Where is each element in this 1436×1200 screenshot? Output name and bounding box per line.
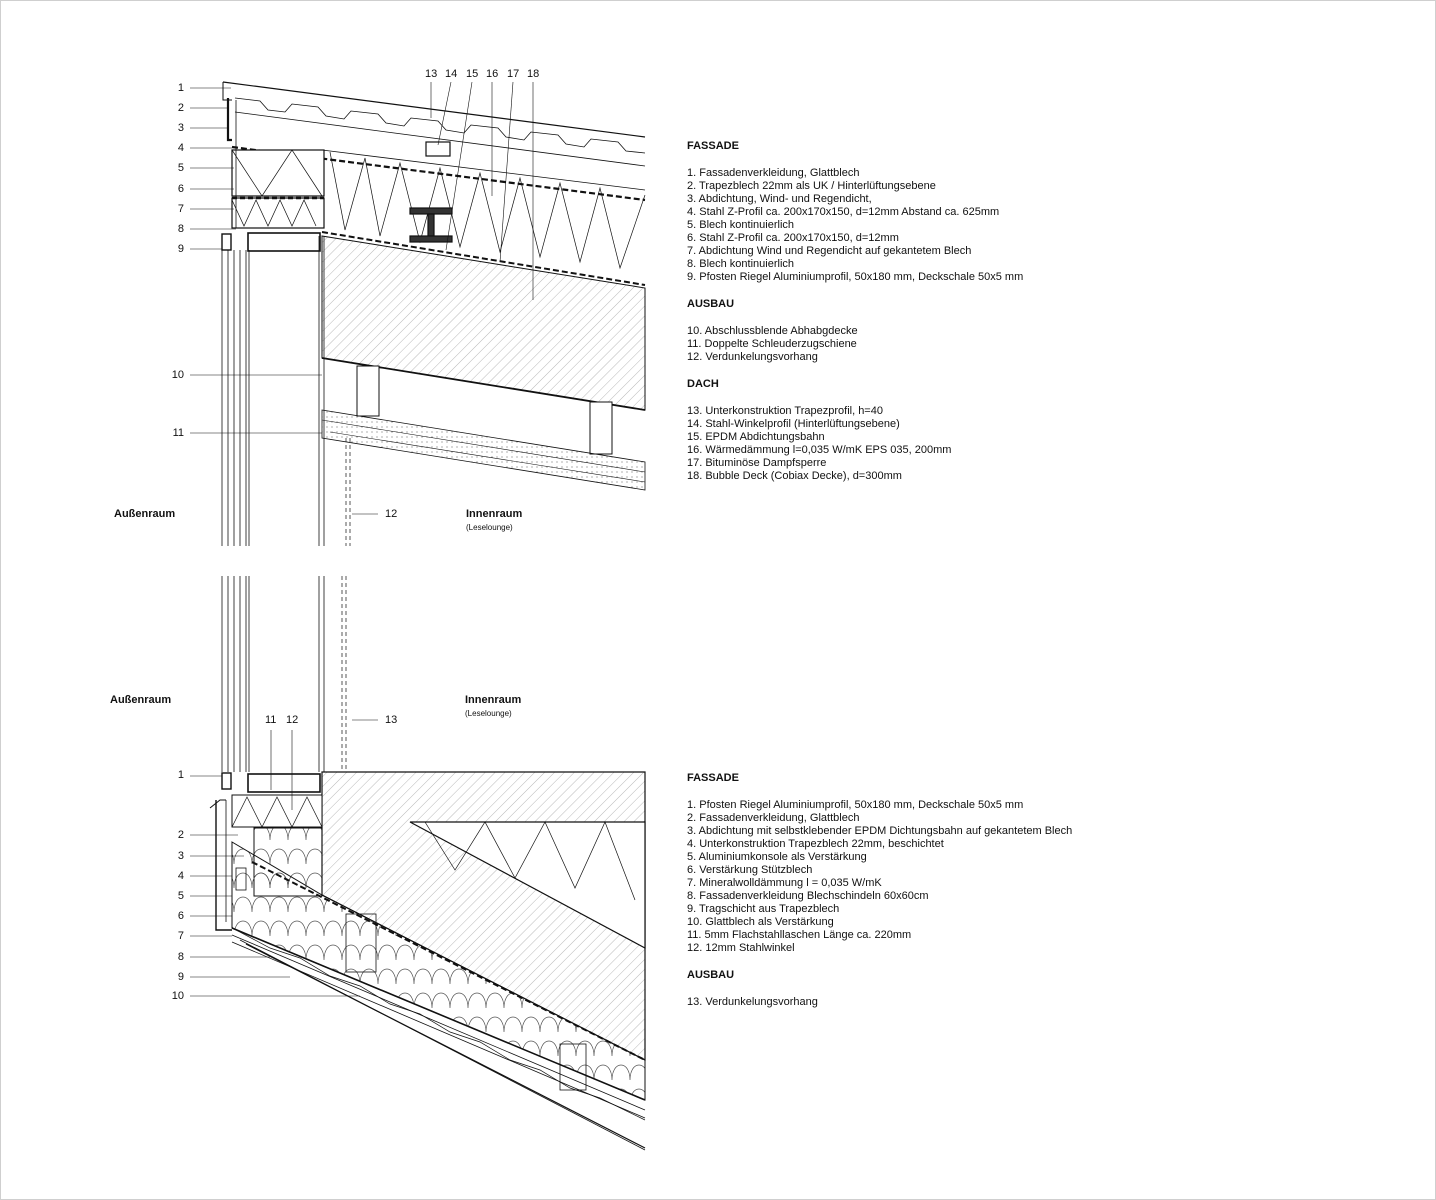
legend-top-ausbau-item: 11. Doppelte Schleuderzugschiene [687,338,857,350]
callout-bottom-3: 3 [177,850,184,862]
legend-top-fassade-item: 5. Blech kontinuierlich [687,219,795,231]
callout-bottom-10: 10 [171,990,184,1002]
callout-top-9: 9 [177,243,184,255]
callout-top-13: 13 [425,68,438,80]
callout-top-6: 6 [177,183,184,195]
callout-bottom-4: 4 [177,870,184,882]
legend-bottom-fassade-item: 8. Fassadenverkleidung Blechschindeln 60… [687,890,929,902]
legend-top-dach-item: 15. EPDM Abdichtungsbahn [687,431,825,443]
legend-top-fassade-item: 6. Stahl Z-Profil ca. 200x170x150, d=12m… [687,232,899,244]
callout-bottom-5: 5 [177,890,184,902]
room-inside-sub-bottom: (Leselounge) [465,709,512,718]
legend-bottom-fassade-item: 3. Abdichtung mit selbstklebender EPDM D… [687,825,1073,837]
callout-top-11: 11 [172,427,184,439]
callout-top-4: 4 [177,142,184,154]
callout-bottom-12: 12 [286,714,299,726]
legend-bottom-fassade-item: 10. Glattblech als Verstärkung [687,916,834,928]
legend-top-fassade-item: 4. Stahl Z-Profil ca. 200x170x150, d=12m… [687,206,1000,218]
legend-top-ausbau-heading: AUSBAU [687,298,735,310]
callout-bottom-13: 13 [385,714,398,726]
legend-top: FASSADE 1. Fassadenverkleidung, Glattble… [687,140,1407,483]
room-outside-top: Außenraum [114,508,176,520]
callout-top-2: 2 [177,102,184,114]
callout-bottom-7: 7 [177,930,184,942]
callout-bottom-8: 8 [177,951,184,963]
legend-top-ausbau-item: 10. Abschlussblende Abhabgdecke [687,325,858,337]
legend-bottom-fassade-item: 11. 5mm Flachstahllaschen Länge ca. 220m… [687,929,912,941]
callout-top-12: 12 [385,508,398,520]
legend-top-fassade-item: 8. Blech kontinuierlich [687,258,795,270]
legend-bottom-fassade-item: 5. Aluminiumkonsole als Verstärkung [687,851,867,863]
legend-top-dach-item: 17. Bituminöse Dampfsperre [687,457,827,469]
callout-top-5: 5 [177,162,184,174]
legend-top-ausbau-item: 12. Verdunkelungsvorhang [687,351,818,363]
legend-top-dach-item: 13. Unterkonstruktion Trapezprofil, h=40 [687,405,883,417]
callout-bottom-6: 6 [177,910,184,922]
room-outside-bottom: Außenraum [110,694,172,706]
legend-top-dach-heading: DACH [687,378,719,390]
callout-bottom-1: 1 [177,769,184,781]
legend-bottom-fassade-item: 9. Tragschicht aus Trapezblech [687,903,840,915]
legend-top-dach-item: 16. Wärmedämmung l=0,035 W/mK EPS 035, 2… [687,444,952,456]
callout-top-14: 14 [445,68,458,80]
legend-top-fassade-item: 9. Pfosten Riegel Aluminiumprofil, 50x18… [687,271,1024,283]
legend-top-fassade-item: 3. Abdichtung, Wind- und Regendicht, [687,193,872,205]
legend-bottom-fassade-heading: FASSADE [687,772,739,784]
legend-top-dach-item: 18. Bubble Deck (Cobiax Decke), d=300mm [687,470,902,482]
legend-top-dach-item: 14. Stahl-Winkelprofil (Hinterlüftungseb… [687,418,900,430]
top-detail [190,81,646,546]
callout-top-18: 18 [527,68,540,80]
callout-bottom-11: 11 [265,714,277,726]
callout-top-10: 10 [171,369,184,381]
legend-top-fassade-item: 7. Abdichtung Wind und Regendicht auf ge… [687,245,972,257]
callout-top-8: 8 [177,223,184,235]
legend-bottom-fassade-item: 7. Mineralwolldämmung l = 0,035 W/mK [687,877,882,889]
callout-top-16: 16 [486,68,499,80]
legend-bottom-fassade-item: 4. Unterkonstruktion Trapezblech 22mm, b… [687,838,944,850]
legend-bottom-ausbau-item: 13. Verdunkelungsvorhang [687,996,818,1008]
legend-bottom-fassade-item: 1. Pfosten Riegel Aluminiumprofil, 50x18… [687,799,1024,811]
callout-top-15: 15 [466,68,479,80]
room-inside-sub-top: (Leselounge) [466,523,513,532]
callout-bottom-2: 2 [177,829,184,841]
callout-bottom-9: 9 [177,971,184,983]
callout-top-3: 3 [177,122,184,134]
callout-top-7: 7 [177,203,184,215]
callout-top-17: 17 [507,68,520,80]
room-inside-bottom: Innenraum [465,694,522,706]
legend-bottom-fassade-item: 6. Verstärkung Stützblech [687,864,813,876]
room-inside-top: Innenraum [466,508,523,520]
bottom-detail [190,576,646,1151]
legend-bottom-ausbau-heading: AUSBAU [687,969,735,981]
legend-bottom-fassade-item: 2. Fassadenverkleidung, Glattblech [687,812,860,824]
callout-top-1: 1 [177,82,184,94]
legend-bottom: FASSADE 1. Pfosten Riegel Aluminiumprofi… [687,772,1407,1009]
legend-top-fassade-heading: FASSADE [687,140,739,152]
legend-top-fassade-item: 2. Trapezblech 22mm als UK / Hinterlüftu… [687,180,936,192]
legend-bottom-fassade-item: 12. 12mm Stahlwinkel [687,942,795,954]
legend-top-fassade-item: 1. Fassadenverkleidung, Glattblech [687,167,860,179]
